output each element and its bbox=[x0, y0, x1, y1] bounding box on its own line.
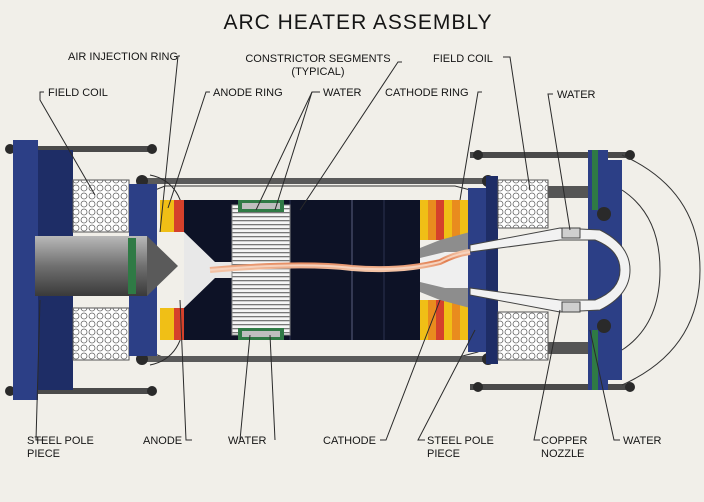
label-constrictor-typical: (TYPICAL) bbox=[291, 66, 344, 78]
label-water-bottom: WATER bbox=[228, 435, 267, 447]
leader-lines bbox=[35, 55, 620, 441]
label-cathode-ring: CATHODE RING bbox=[385, 87, 469, 99]
arc bbox=[209, 249, 471, 273]
label-water-top: WATER bbox=[323, 87, 362, 99]
label-field-coil-left: FIELD COIL bbox=[48, 87, 108, 99]
anode-ring bbox=[160, 200, 184, 340]
label-water-bottom-right: WATER bbox=[623, 435, 662, 447]
label-steel-pole-right-1: STEEL POLE bbox=[427, 435, 494, 447]
left-assembly bbox=[13, 140, 186, 400]
label-steel-pole-left-2: PIECE bbox=[27, 448, 60, 460]
label-water-top-right: WATER bbox=[557, 89, 596, 101]
label-constrictor-segments: CONSTRICTOR SEGMENTS bbox=[245, 53, 390, 65]
label-anode: ANODE bbox=[143, 435, 182, 447]
diagram-title: ARC HEATER ASSEMBLY bbox=[223, 11, 492, 34]
label-anode-ring: ANODE RING bbox=[213, 87, 283, 99]
label-cathode: CATHODE bbox=[323, 435, 376, 447]
label-field-coil-right: FIELD COIL bbox=[433, 53, 493, 65]
label-steel-pole-left-1: STEEL POLE bbox=[27, 435, 94, 447]
label-copper-nozzle-2: NOZZLE bbox=[541, 448, 584, 460]
copper-nozzle bbox=[469, 227, 631, 313]
label-copper-nozzle-1: COPPER bbox=[541, 435, 588, 447]
field-coil-left-top bbox=[72, 179, 130, 233]
label-steel-pole-right-2: PIECE bbox=[427, 448, 460, 460]
field-coil-left-bottom bbox=[72, 307, 130, 361]
label-air-injection-ring: AIR INJECTION RING bbox=[68, 51, 178, 63]
right-assembly bbox=[468, 150, 701, 390]
field-coil-right-top bbox=[497, 179, 549, 229]
field-coil-right-bottom bbox=[497, 311, 549, 361]
